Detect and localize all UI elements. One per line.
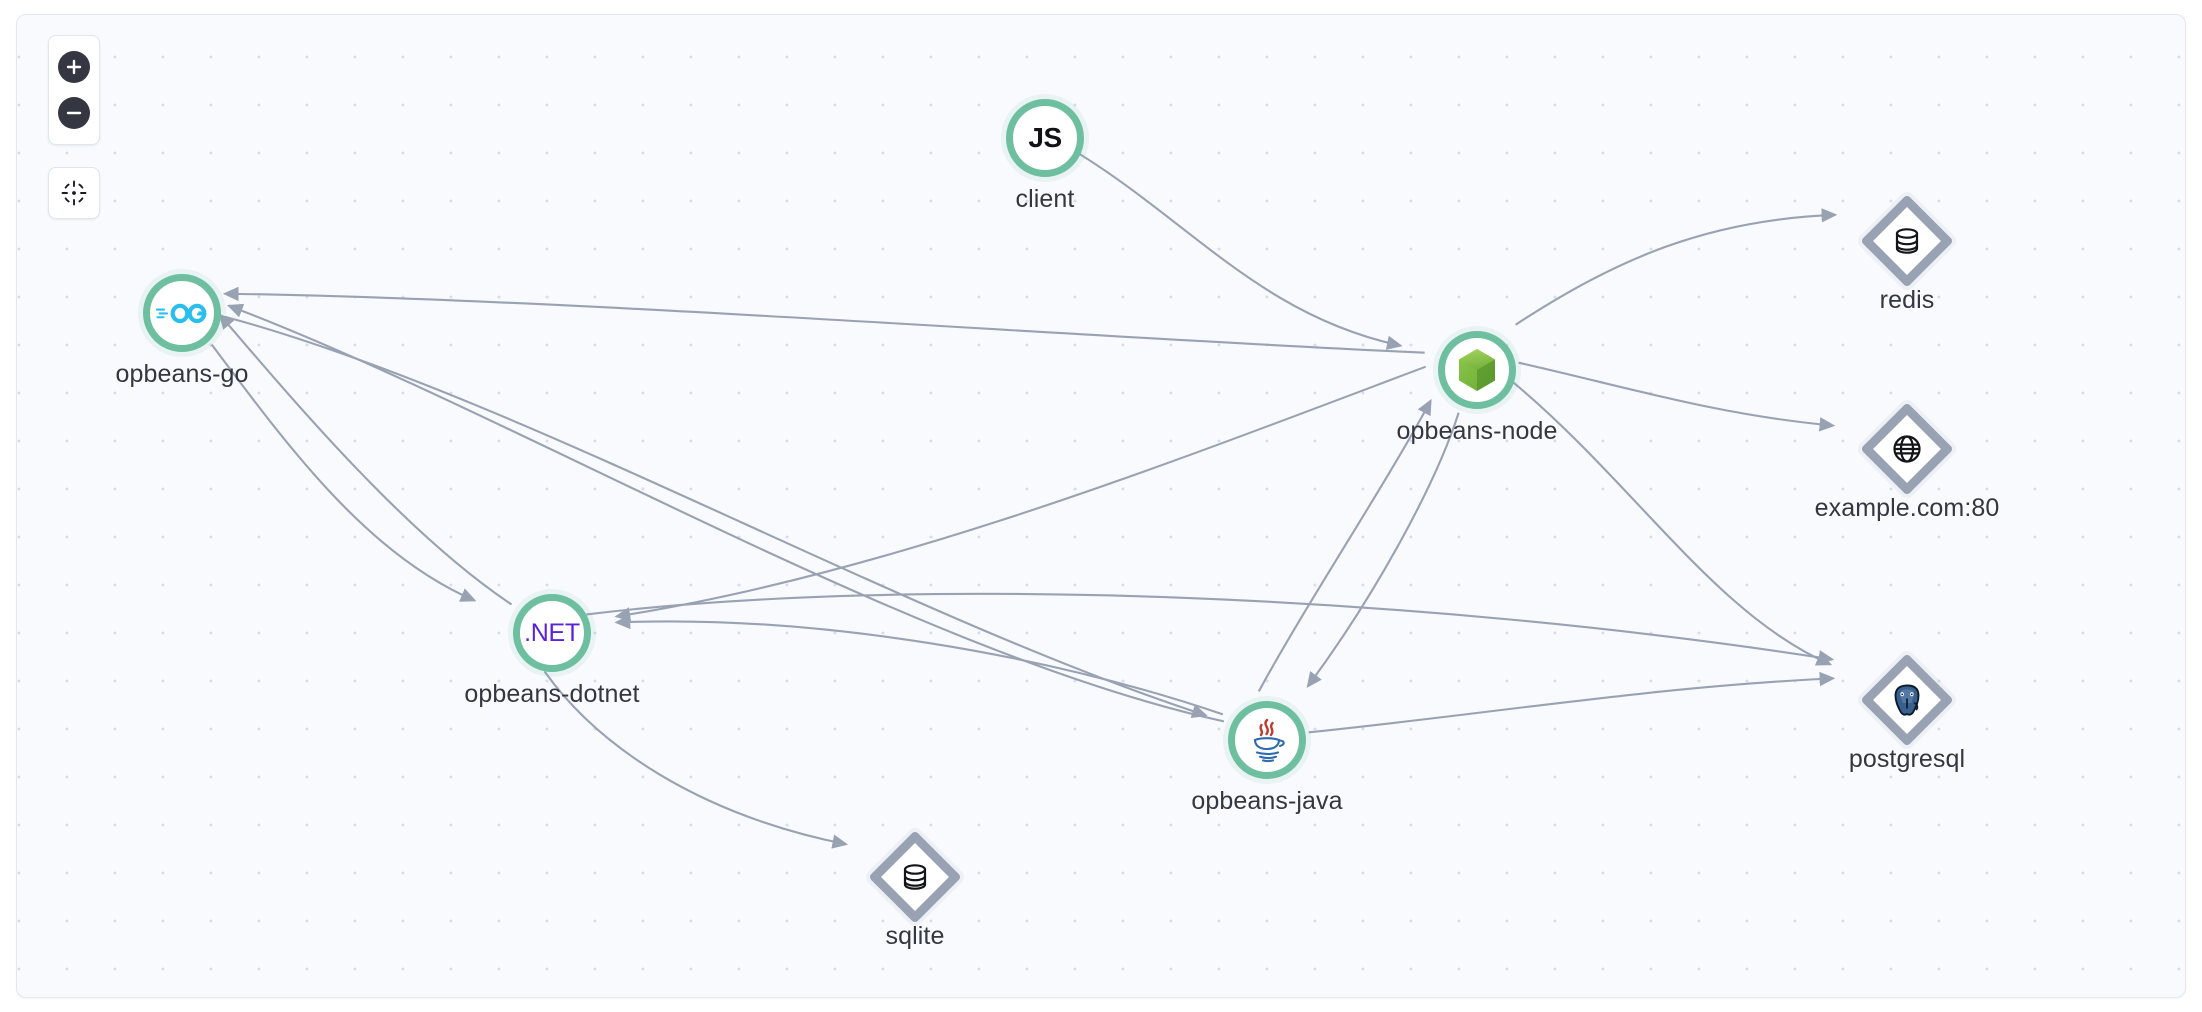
- globe-glyph-wrap: [1890, 432, 1924, 466]
- go-gopher-icon: [156, 303, 207, 324]
- node-label-example-com: example.com:80: [1814, 494, 2000, 522]
- edge-opbeans-java-to-opbeans-go: [226, 303, 1225, 723]
- database-icon: [1895, 228, 1919, 254]
- node-opbeans-node[interactable]: opbeans-node: [1396, 331, 1557, 445]
- edge-opbeans-node-to-opbeans-dotnet: [614, 365, 1427, 622]
- edge-opbeans-go-to-opbeans-dotnet: [210, 344, 477, 602]
- edge-opbeans-node-to-redis: [1515, 208, 1838, 326]
- edge-opbeans-node-to-postgresql: [1512, 381, 1833, 666]
- globe-icon: [1893, 435, 1921, 463]
- zoom-controls: [48, 35, 100, 145]
- zoom-out-button[interactable]: [58, 97, 90, 129]
- edge-opbeans-dotnet-to-postgresql: [586, 592, 1835, 665]
- node-label-opbeans-node: opbeans-node: [1396, 417, 1558, 445]
- node-label-sqlite: sqlite: [885, 922, 945, 950]
- node-redis[interactable]: redis: [1860, 194, 1954, 314]
- database-icon: [903, 864, 927, 890]
- crosshair-icon: [61, 180, 87, 206]
- node-postgresql[interactable]: postgresql: [1849, 653, 1965, 773]
- nodejs-icon: [1459, 349, 1495, 391]
- dotnet-icon: .NET: [524, 618, 580, 647]
- node-client[interactable]: JS client: [1006, 99, 1084, 213]
- service-map-panel: JS client: [16, 14, 2186, 998]
- node-opbeans-java[interactable]: opbeans-java: [1191, 701, 1343, 815]
- redis-diamond[interactable]: [1860, 194, 1954, 288]
- node-label-opbeans-go: opbeans-go: [115, 360, 249, 388]
- edge-layer: [210, 141, 1838, 849]
- edge-opbeans-node-to-opbeans-go: [222, 286, 1425, 354]
- postgresql-icon: [1894, 684, 1920, 716]
- edge-opbeans-java-to-postgresql: [1308, 671, 1836, 734]
- edge-opbeans-node-to-opbeans-java: [1306, 412, 1460, 688]
- node-label-opbeans-java: opbeans-java: [1191, 787, 1343, 815]
- center-map-control: [48, 167, 100, 219]
- plus-icon: [66, 59, 82, 75]
- node-sqlite[interactable]: sqlite: [868, 830, 962, 950]
- edge-paths: [210, 141, 1838, 849]
- edge-opbeans-java-to-opbeans-dotnet: [614, 614, 1224, 716]
- opbeans-dotnet-circle[interactable]: .NET: [513, 594, 591, 672]
- node-label-redis: redis: [1879, 286, 1935, 314]
- opbeans-go-circle[interactable]: [143, 274, 221, 352]
- node-label-postgresql: postgresql: [1848, 745, 1966, 773]
- node-label-opbeans-dotnet: opbeans-dotnet: [464, 680, 640, 708]
- edge-opbeans-java-to-opbeans-node: [1257, 398, 1432, 692]
- sqlite-diamond[interactable]: [868, 830, 962, 924]
- node-opbeans-dotnet[interactable]: .NET opbeans-dotnet: [464, 594, 639, 708]
- center-map-button[interactable]: [57, 176, 91, 210]
- node-label-client: client: [1015, 185, 1075, 213]
- edge-client-to-opbeans-node: [1060, 141, 1403, 350]
- opbeans-node-circle[interactable]: [1438, 331, 1516, 409]
- database-glyph-wrap: [1890, 224, 1924, 258]
- database-glyph-wrap: [898, 860, 932, 894]
- edge-opbeans-go-to-opbeans-java: [224, 315, 1208, 718]
- edge-opbeans-dotnet-to-sqlite: [543, 670, 849, 849]
- example-com-diamond[interactable]: [1860, 402, 1954, 496]
- postgresql-diamond[interactable]: [1860, 653, 1954, 747]
- node-opbeans-go[interactable]: opbeans-go: [115, 274, 248, 388]
- java-icon: [1253, 718, 1285, 763]
- zoom-in-button[interactable]: [58, 51, 90, 83]
- opbeans-java-circle[interactable]: [1228, 701, 1306, 779]
- node-example-com[interactable]: example.com:80: [1815, 402, 1999, 522]
- postgres-glyph-wrap: [1889, 682, 1925, 718]
- edge-opbeans-dotnet-to-opbeans-go: [218, 313, 513, 606]
- client-circle[interactable]: JS: [1006, 99, 1084, 177]
- edge-opbeans-node-to-example: [1518, 361, 1836, 432]
- js-icon: JS: [1028, 122, 1062, 153]
- minus-icon: [66, 111, 82, 115]
- dot-grid-background: [17, 15, 2185, 997]
